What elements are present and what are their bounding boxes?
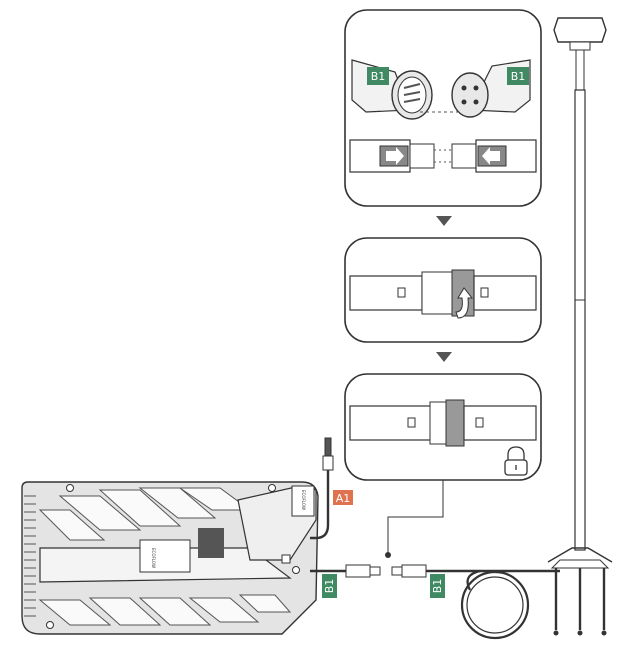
step-arrow-2-icon xyxy=(436,352,452,362)
step-arrow-1-icon xyxy=(436,216,452,226)
b1-tag-female-text: B1 xyxy=(511,70,526,83)
brand-front-label: ECOFLOW xyxy=(301,490,306,510)
base-station-unit: ECOFLOW ECOFLOW xyxy=(22,482,318,634)
brand-side-label: ECOFLOW xyxy=(151,548,156,568)
b1-tag-cable-left: B1 xyxy=(322,574,337,598)
b1-tag-cable-left-text: B1 xyxy=(323,579,336,594)
b1-tag-male-text: B1 xyxy=(371,70,386,83)
callout-line xyxy=(385,480,443,558)
a1-tag-text: A1 xyxy=(336,492,351,505)
b1-tag-cable-right: B1 xyxy=(430,574,445,598)
b1-tag-male: B1 xyxy=(367,67,389,85)
a1-tag: A1 xyxy=(333,490,353,505)
step-panel-locked xyxy=(345,374,541,480)
step-panel-align: B1 B1 xyxy=(345,10,541,206)
b1-tag-cable-right-text: B1 xyxy=(431,579,444,594)
antenna-pole xyxy=(548,18,612,636)
step-panel-rotate xyxy=(345,238,541,342)
b1-tag-female: B1 xyxy=(507,67,529,85)
